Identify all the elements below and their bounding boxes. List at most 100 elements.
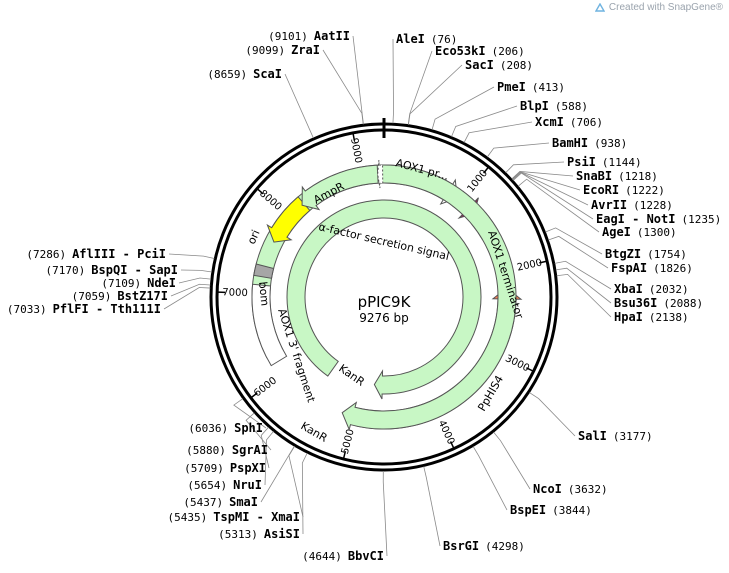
site-name: XbaI (614, 282, 643, 296)
snapgene-watermark: Created with SnapGene® (594, 2, 723, 13)
site-name: SalI (578, 429, 607, 443)
restriction-site-label[interactable]: Eco53kI (206) (435, 44, 525, 58)
site-position: (5654) (187, 479, 227, 492)
feature-arcs (251, 160, 523, 432)
restriction-site-label[interactable]: (5709)PspXI (184, 461, 266, 475)
site-leader-line (423, 466, 441, 547)
restriction-site-label[interactable]: (5654)NruI (187, 478, 262, 492)
restriction-site-label[interactable]: AgeI(1300) (602, 225, 677, 239)
site-position: (1826) (653, 262, 693, 275)
site-leader-line (451, 105, 518, 137)
site-position: (3632) (568, 483, 608, 496)
plasmid-name: pPIC9K (358, 293, 412, 311)
site-name: PspXI (230, 461, 266, 475)
site-name: Eco53kI (435, 44, 486, 58)
site-position: (1222) (625, 184, 665, 197)
restriction-site-label[interactable]: EcoRI (1222) (583, 183, 665, 197)
restriction-site-label[interactable]: AvrII(1228) (591, 198, 673, 212)
restriction-site-label[interactable]: (9101)AatII (268, 29, 350, 43)
site-position: (7286) (26, 248, 66, 261)
restriction-site-label[interactable]: BamHI(938) (552, 136, 627, 150)
aox1-3-fragment-feature[interactable] (251, 283, 288, 367)
restriction-site-label[interactable]: (8659)ScaI (207, 67, 282, 81)
site-leader-line (555, 267, 612, 304)
site-name: BtgZI (605, 247, 641, 261)
restriction-site-label[interactable]: (7286)AflIII - PciI (26, 247, 166, 261)
kanr-inner-label: KanR (336, 362, 367, 389)
plasmid-backbone (209, 118, 559, 472)
bom-feature[interactable] (253, 263, 275, 279)
site-name: AsiSI (264, 527, 300, 541)
restriction-site-label[interactable]: (5313)AsiSI (218, 527, 300, 541)
site-name: BamHI (552, 136, 588, 150)
tick-label: 5000 (340, 428, 357, 455)
tick-mark (342, 451, 347, 459)
ampr-promoter-feature[interactable] (377, 160, 384, 189)
restriction-site-label[interactable]: (7059) BstZ17I (72, 289, 168, 303)
restriction-site-label[interactable]: (5437)SmaI (183, 495, 258, 509)
site-name: BbvCI (348, 549, 384, 563)
site-leader-line (548, 235, 609, 269)
site-leader-line (352, 35, 364, 125)
restriction-site-label[interactable]: (7109)NdeI (101, 276, 176, 290)
site-name: AatII (314, 29, 350, 43)
site-name: AleI (396, 32, 425, 46)
restriction-site-label[interactable]: (4644) BbvCI (302, 549, 384, 563)
restriction-site-label[interactable]: BspEI(3844) (510, 503, 592, 517)
site-name: BspQI - SapI (91, 263, 178, 277)
site-leader-line (511, 171, 574, 180)
restriction-site-label[interactable]: NcoI(3632) (533, 482, 608, 496)
site-leader-line (233, 398, 267, 429)
site-leader-line (493, 431, 531, 490)
ori-feature[interactable] (266, 196, 311, 243)
restriction-site-label[interactable]: HpaI(2138) (614, 310, 689, 324)
site-name: BsrGI (443, 539, 479, 553)
tick-label: 2000 (516, 257, 543, 273)
restriction-site-label[interactable]: SalI(3177) (578, 429, 653, 443)
site-position: (7059) (72, 290, 112, 303)
restriction-site-label[interactable]: EagI - NotI(1235) (596, 212, 721, 226)
site-position: (2088) (663, 297, 703, 310)
site-position: (8659) (207, 68, 247, 81)
site-leader-line (517, 178, 600, 233)
tick-label: 6000 (252, 375, 279, 399)
restriction-site-label[interactable]: PsiI(1144) (567, 155, 642, 169)
site-name: FspAI (611, 261, 647, 275)
restriction-site-label[interactable]: PmeI(413) (497, 80, 565, 94)
site-position: (5880) (186, 444, 226, 457)
site-position: (6036) (188, 422, 228, 435)
restriction-site-label[interactable]: AleI(76) (396, 32, 457, 46)
site-position: (206) (492, 45, 525, 58)
restriction-site-label[interactable]: (5880)SgrAI (186, 443, 268, 457)
restriction-site-label[interactable]: (6036) SphI (188, 421, 263, 435)
site-name: EcoRI (583, 183, 619, 197)
restriction-site-label[interactable]: XbaI(2032) (614, 282, 689, 296)
site-position: (1144) (602, 156, 642, 169)
restriction-site-label[interactable]: FspAI (1826) (611, 261, 693, 275)
site-name: BstZ17I (117, 289, 168, 303)
restriction-site-label[interactable]: BsrGI (4298) (443, 539, 525, 553)
site-position: (4644) (302, 550, 342, 563)
restriction-site-label[interactable]: BlpI(588) (520, 99, 588, 113)
tick-label: 8000 (257, 188, 284, 213)
restriction-site-label[interactable]: BtgZI(1754) (605, 247, 687, 261)
restriction-site-label[interactable]: SacI(208) (465, 58, 533, 72)
restriction-site-label[interactable]: Bsu36I (2088) (614, 296, 703, 310)
site-leader-line (163, 287, 211, 310)
site-name: XcmI (535, 115, 564, 129)
restriction-site-label[interactable]: (7170)BspQI - SapI (46, 263, 178, 277)
tick-label: 7000 (222, 287, 248, 299)
restriction-site-label[interactable]: (9099)ZraI (245, 43, 320, 57)
restriction-site-label[interactable]: SnaBI(1218) (576, 169, 658, 183)
ampr-feature[interactable] (301, 164, 379, 211)
plasmid-center-label: pPIC9K 9276 bp (358, 293, 412, 325)
kanr-inner-feature[interactable] (286, 199, 482, 400)
site-name: Bsu36I (614, 296, 657, 310)
site-leader-line (170, 283, 211, 297)
restriction-site-label[interactable]: (5435)TspMI - XmaI (168, 510, 300, 524)
site-leader-line (486, 142, 550, 158)
restriction-site-label[interactable]: (7033)PflFI - Tth111I (7, 302, 161, 316)
restriction-site-label[interactable]: XcmI(706) (535, 115, 603, 129)
site-position: (4298) (485, 540, 525, 553)
site-name: SphI (234, 421, 263, 435)
